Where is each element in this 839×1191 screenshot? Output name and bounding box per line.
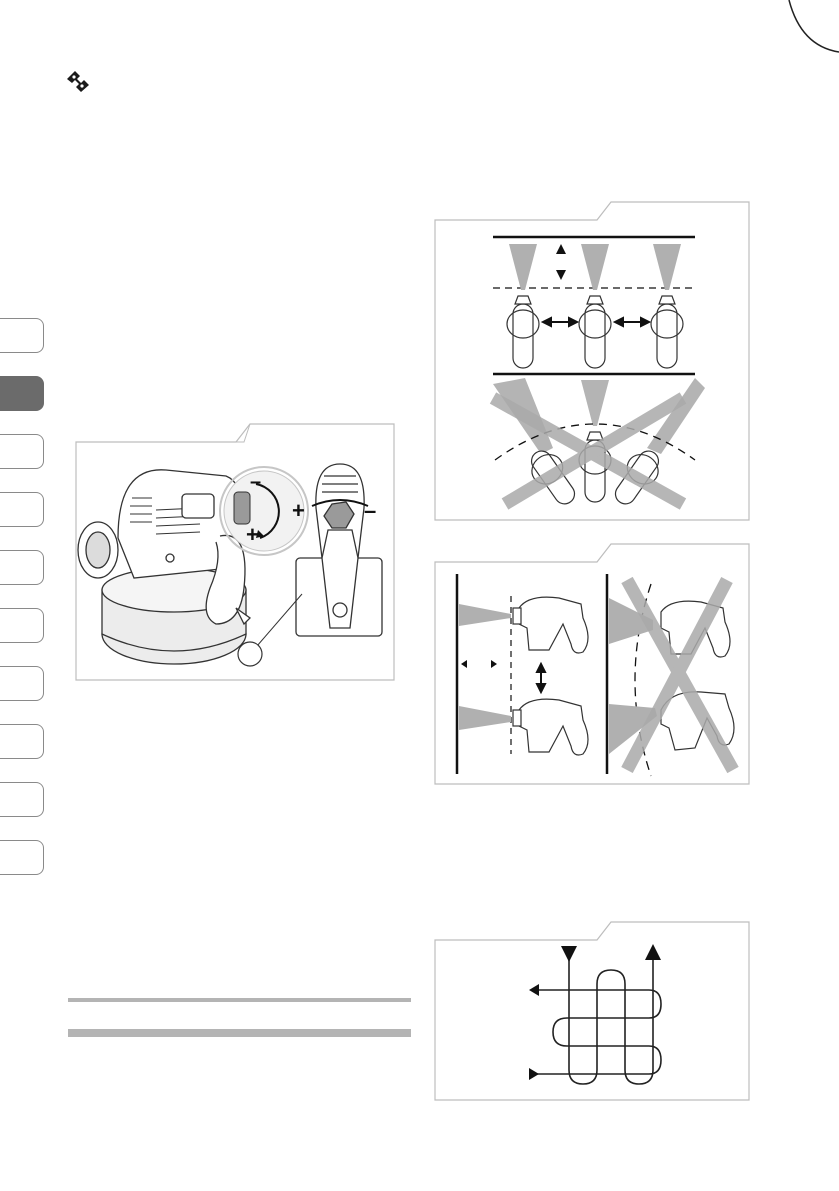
- side-tab-2[interactable]: [0, 376, 44, 411]
- page-corner-icon: [779, 0, 839, 60]
- divider-rule: [68, 998, 411, 1002]
- divider-rule-thick: [68, 1029, 411, 1037]
- dial-minus-label: –: [250, 471, 261, 493]
- callout-circle: [238, 642, 262, 666]
- side-tab-10[interactable]: [0, 840, 44, 875]
- side-tab-7[interactable]: [0, 666, 44, 701]
- side-tab-1[interactable]: [0, 318, 44, 353]
- figure-gun-adjustment: – + + –: [74, 418, 399, 685]
- side-tab-9[interactable]: [0, 782, 44, 817]
- dial-plus-label: +: [246, 522, 259, 547]
- figure-spray-distance-side: [433, 540, 754, 788]
- side-tab-4[interactable]: [0, 492, 44, 527]
- figure-spray-distance-front: [433, 198, 754, 523]
- rear-plus-label: +: [292, 498, 305, 523]
- tool-icon: [65, 70, 91, 92]
- side-tab-6[interactable]: [0, 608, 44, 643]
- side-tab-3[interactable]: [0, 434, 44, 469]
- side-tab-5[interactable]: [0, 550, 44, 585]
- figure-spray-pattern: [433, 918, 754, 1104]
- side-tab-8[interactable]: [0, 724, 44, 759]
- rear-minus-label: –: [364, 498, 376, 523]
